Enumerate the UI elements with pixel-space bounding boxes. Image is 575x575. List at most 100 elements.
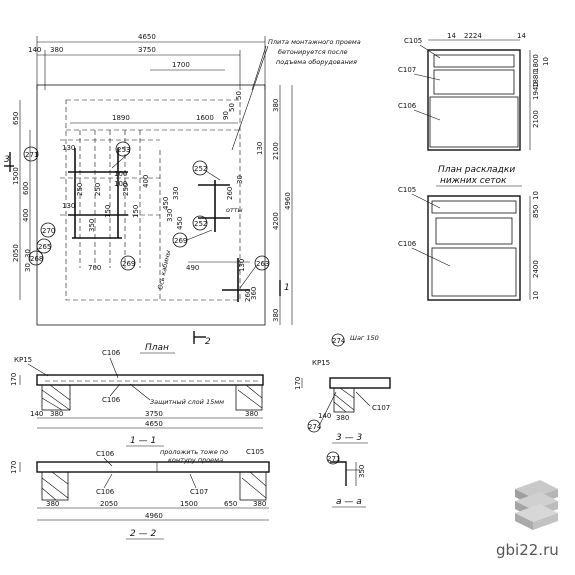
svg-text:268: 268 [30,255,43,263]
svg-text:150: 150 [132,205,140,218]
s22-note-1: проложить тоже по [160,448,228,456]
rebar-block-right: 400 450 450 330 330 130 260 260 30 отты [142,150,252,302]
s22-title: 2 — 2 [130,529,156,539]
opening-contour [65,99,241,301]
svg-text:252: 252 [194,220,207,228]
svg-text:100: 100 [114,170,127,178]
dim-380: 380 [50,46,63,54]
svg-text:380: 380 [253,500,266,508]
upper-mesh-layout: С105 С107 С106 2224 14 14 1800 1880 1940… [398,32,550,151]
svg-text:100: 100 [114,180,127,188]
svg-text:КР15: КР15 [312,359,330,367]
svg-text:260: 260 [226,187,234,200]
svg-text:бетонируется после: бетонируется после [278,48,348,56]
svg-text:10: 10 [542,57,550,66]
dim-r-4200: 4200 [272,212,280,230]
svg-text:10: 10 [532,191,540,200]
site-watermark: gbi22.ru [496,541,559,559]
svg-text:490: 490 [186,264,199,272]
svg-text:350: 350 [88,219,96,232]
svg-text:170: 170 [10,373,18,386]
svg-text:270: 270 [42,227,55,235]
svg-text:274: 274 [332,337,346,345]
svg-text:2050: 2050 [100,500,118,508]
svg-text:14: 14 [447,32,456,40]
section-mark-3: 3 [4,155,10,165]
svg-text:С106: С106 [102,396,121,404]
svg-text:380: 380 [336,414,349,422]
slab-outline [36,84,266,326]
svg-text:2100: 2100 [532,110,540,128]
svg-text:380: 380 [245,410,258,418]
dim-r-380: 380 [272,99,280,112]
dim-1500: 1500 [12,167,20,185]
svg-text:450: 450 [176,217,184,230]
svg-text:1940: 1940 [532,82,540,100]
s11-kp15: КР15 [14,356,32,364]
svg-text:130: 130 [62,144,75,152]
section-2-2: 170 С106 проложить тоже по контуру проем… [10,448,270,540]
svg-text:252: 252 [194,165,207,173]
svg-text:360: 360 [250,287,258,300]
s11-protective-layer: Защитный слой 15мм [150,398,224,406]
svg-text:С107: С107 [190,488,208,496]
svg-text:650: 650 [224,500,237,508]
svg-text:130: 130 [62,202,75,210]
svg-text:380: 380 [46,500,59,508]
svg-text:250: 250 [122,183,130,196]
dim-650: 650 [12,112,20,125]
svg-text:330: 330 [172,187,180,200]
section-mark-2: 2 [205,337,211,347]
svg-text:2224: 2224 [464,32,482,40]
dim-30a: 30 [24,249,32,258]
dim-r-380b: 380 [272,309,280,322]
svg-text:250: 250 [76,183,84,196]
s33-title: 3 — 3 [336,433,362,443]
cabin-axis-label: Ось кабины [156,250,172,291]
lower-mesh-title-1: План раскладки [438,165,515,175]
svg-text:380: 380 [50,410,63,418]
mesh-c107-label: С107 [398,66,416,74]
lower-c105-label: С105 [398,186,416,194]
installation-note: Плита монтажного проема бетонируется пос… [231,38,361,151]
svg-text:170: 170 [10,461,18,474]
svg-text:1500: 1500 [180,500,198,508]
svg-text:С105: С105 [246,448,264,456]
dim-1700: 1700 [172,61,190,69]
svg-text:140: 140 [30,410,43,418]
callout-271: 271 [25,151,38,159]
lower-mesh-layout: План раскладки нижних сеток С105 С106 10… [398,165,540,301]
dim-r-130: 130 [256,142,264,155]
svg-text:С107: С107 [372,404,390,412]
dim-r-4960: 4960 [284,192,292,210]
svg-text:4650: 4650 [145,420,163,428]
plan-title: План [145,343,169,353]
dim-90: 90 [222,111,230,120]
svg-text:4960: 4960 [145,512,163,520]
dim-2050: 2050 [12,244,20,262]
mark-1: 1 [284,283,290,293]
svg-text:700: 700 [88,264,101,272]
dim-50b: 50 [228,103,236,112]
dim-140: 140 [28,46,41,54]
svg-text:1880: 1880 [532,70,540,88]
dim-600: 600 [22,182,30,195]
svg-text:3750: 3750 [145,410,163,418]
svg-text:30: 30 [236,175,244,184]
svg-text:2400: 2400 [532,260,540,278]
svg-text:170: 170 [294,377,302,390]
svg-text:265: 265 [38,243,51,251]
dim-400: 400 [22,209,30,222]
s11-title: 1 — 1 [130,436,156,446]
dim-1600: 1600 [196,114,214,122]
dim-4650: 4650 [138,33,156,41]
svg-text:Плита монтажного проема: Плита монтажного проема [268,38,361,46]
svg-text:1800: 1800 [532,54,540,72]
svg-text:14: 14 [517,32,526,40]
s33-step: Шаг 150 [350,334,379,342]
section-3-3: 274 Шаг 150 КР15 С107 274 170 140 380 3 … [294,333,391,444]
svg-text:330: 330 [166,209,174,222]
svg-text:274: 274 [308,423,322,431]
dim-50a: 50 [235,91,243,100]
section-a-a: 271 350 а — а [326,451,366,508]
